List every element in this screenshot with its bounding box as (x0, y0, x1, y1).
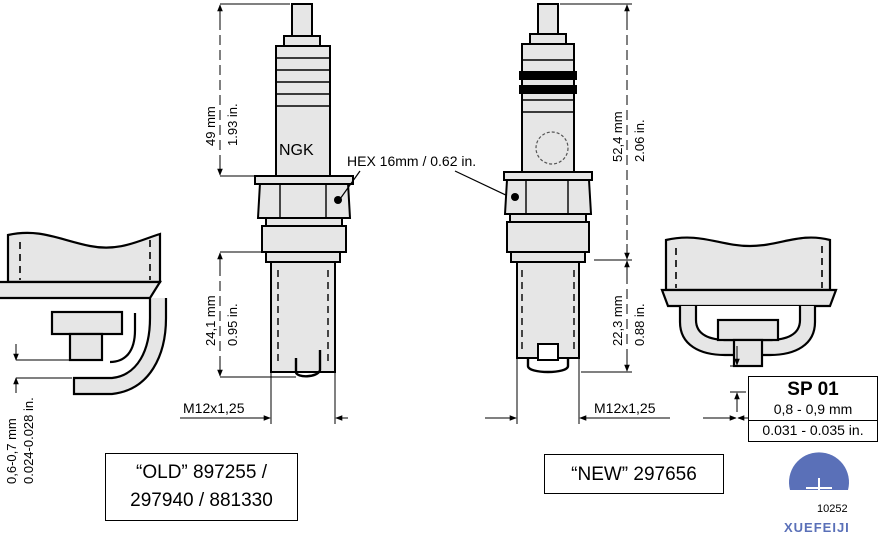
old-caption-line1: “OLD” 897255 / (136, 462, 267, 483)
watermark-logo (789, 452, 849, 498)
new-thread-label: M12x1,25 (594, 400, 656, 416)
new-hex-marker (511, 193, 519, 201)
gap-spec-box: SP 01 0,8 - 0,9 mm 0.031 - 0.035 in. (748, 376, 878, 442)
new-reach-metric: 22,3 mm (610, 295, 625, 346)
old-reach-imperial: 0.95 in. (225, 303, 240, 346)
new-thread-dimension (485, 358, 670, 424)
new-gap-dimension (703, 346, 752, 421)
old-reach-metric: 24,1 mm (203, 295, 218, 346)
gap-spec-imperial: 0.031 - 0.035 in. (762, 422, 864, 438)
old-caption-box: “OLD” 897255 / 297940 / 881330 (105, 453, 298, 521)
old-electrode-detail (0, 231, 168, 396)
new-length-imperial: 2.06 in. (632, 119, 647, 162)
watermark-text: XUEFEIJI (784, 520, 850, 535)
old-length-metric: 49 mm (203, 106, 218, 146)
old-length-dimension (217, 3, 290, 177)
new-caption: “NEW” 297656 (571, 464, 697, 485)
old-gap-metric: 0,6-0,7 mm (4, 418, 19, 484)
old-thread-label: M12x1,25 (183, 400, 245, 416)
new-length-dimension (560, 3, 632, 261)
old-gap-dimension (13, 344, 72, 393)
old-thread-dimension (180, 372, 348, 424)
old-caption-line2: 297940 / 881330 (130, 490, 273, 511)
brp-logo (535, 131, 569, 165)
new-spark-plug (503, 3, 593, 374)
new-electrode-detail (660, 236, 838, 368)
new-length-metric: 52,4 mm (610, 111, 625, 162)
gap-spec-title: SP 01 (787, 379, 839, 400)
new-reach-dimension (581, 260, 632, 373)
old-brand-label: NGK (279, 142, 314, 159)
new-caption-box: “NEW” 297656 (544, 454, 724, 494)
old-spark-plug (254, 3, 354, 378)
gap-spec-metric: 0,8 - 0,9 mm (773, 401, 853, 417)
hex-leaders (339, 170, 513, 200)
new-reach-imperial: 0.88 in. (632, 303, 647, 346)
figure-number: 10252 (817, 503, 848, 515)
old-gap-imperial: 0.024-0.028 in. (21, 397, 36, 484)
old-reach-dimension (217, 251, 296, 378)
hex-label: HEX 16mm / 0.62 in. (347, 153, 476, 169)
gap-spec-divider (749, 420, 877, 421)
old-length-imperial: 1.93 in. (225, 103, 240, 146)
